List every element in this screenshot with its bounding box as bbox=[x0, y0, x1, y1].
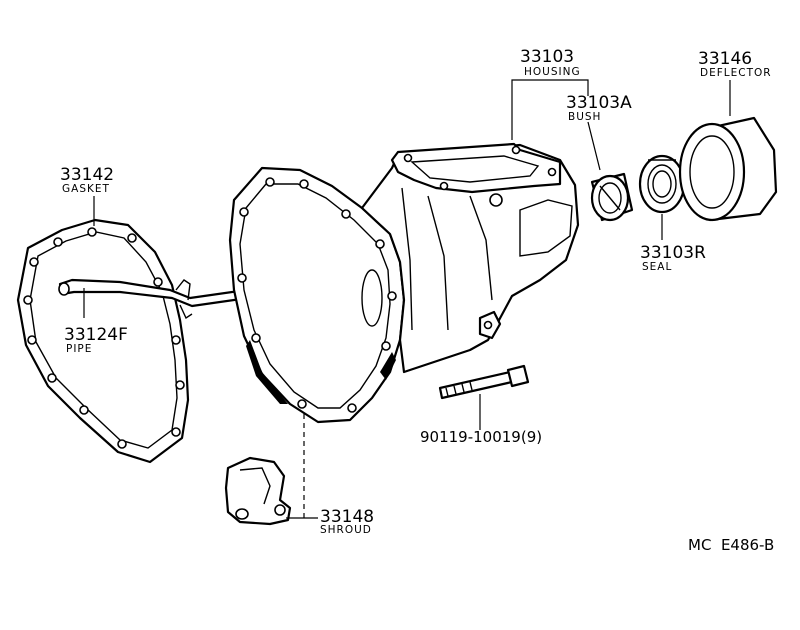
bolt-drawing bbox=[438, 364, 530, 400]
diagram-reference-code: MC E486-B bbox=[688, 536, 774, 554]
housing-part-number: 33103 bbox=[520, 47, 574, 67]
gasket-drawing bbox=[16, 218, 190, 464]
seal-drawing bbox=[638, 154, 686, 214]
bush-part-name: BUSH bbox=[568, 111, 601, 123]
seal-part-number: 33103R bbox=[640, 243, 706, 263]
bush-part-number: 33103A bbox=[566, 93, 632, 113]
shroud-drawing bbox=[224, 456, 292, 526]
deflector-part-number: 33146 bbox=[698, 49, 752, 69]
shroud-part-number: 33148 bbox=[320, 507, 374, 527]
leader-lines bbox=[83, 79, 731, 519]
seal-part-name: SEAL bbox=[642, 261, 672, 273]
gasket-part-number: 33142 bbox=[60, 165, 114, 185]
pipe-part-name: PIPE bbox=[66, 343, 92, 355]
bolt-part-number: 90119-10019(9) bbox=[420, 428, 542, 446]
pipe-part-number: 33124F bbox=[64, 325, 128, 345]
housing-drawing bbox=[228, 142, 580, 424]
gasket-part-name: GASKET bbox=[62, 183, 110, 195]
bush-drawing bbox=[590, 172, 634, 222]
deflector-drawing bbox=[678, 116, 778, 222]
shroud-part-name: SHROUD bbox=[320, 524, 372, 536]
deflector-part-name: DEFLECTOR bbox=[700, 67, 772, 79]
labels: 33103 HOUSING 33103A BUSH 33146 DEFLECTO… bbox=[60, 47, 774, 554]
housing-part-name: HOUSING bbox=[524, 66, 581, 78]
